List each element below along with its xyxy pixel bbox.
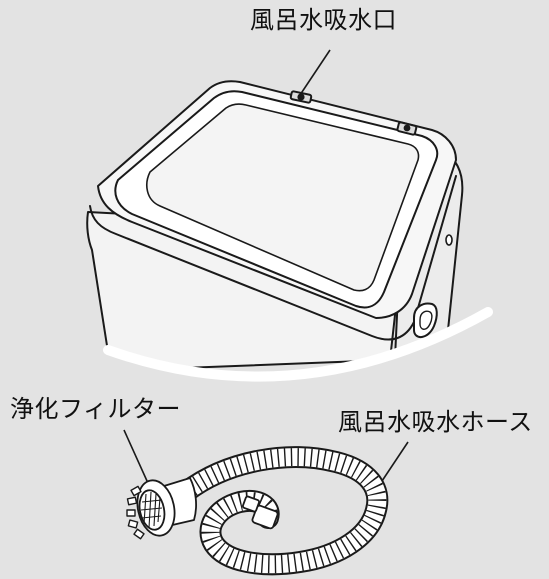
side-vent [445, 234, 453, 246]
machine-top-lip [89, 175, 457, 341]
lid-window-inner [146, 103, 420, 292]
filter-teeth [126, 485, 145, 540]
side-handle [413, 302, 438, 338]
label-bath-water-inlet: 風呂水吸水口 [250, 6, 397, 34]
floor-band-edge [103, 307, 493, 382]
side-handle-inner [419, 310, 433, 330]
floor-band [80, 300, 540, 400]
lid-hinge-knob [396, 121, 418, 136]
washing-machine [86, 80, 464, 371]
hose-end-coupling [242, 495, 279, 530]
purification-filter [126, 477, 197, 540]
hose-ribs [180, 448, 387, 574]
label-bath-water-hose: 風呂水吸水ホース [338, 408, 533, 436]
bath-water-hose [175, 446, 389, 576]
filter-mesh-lines [140, 491, 163, 529]
label-purification-filter: 浄化フィルター [10, 395, 182, 423]
leader-inlet [299, 49, 331, 96]
